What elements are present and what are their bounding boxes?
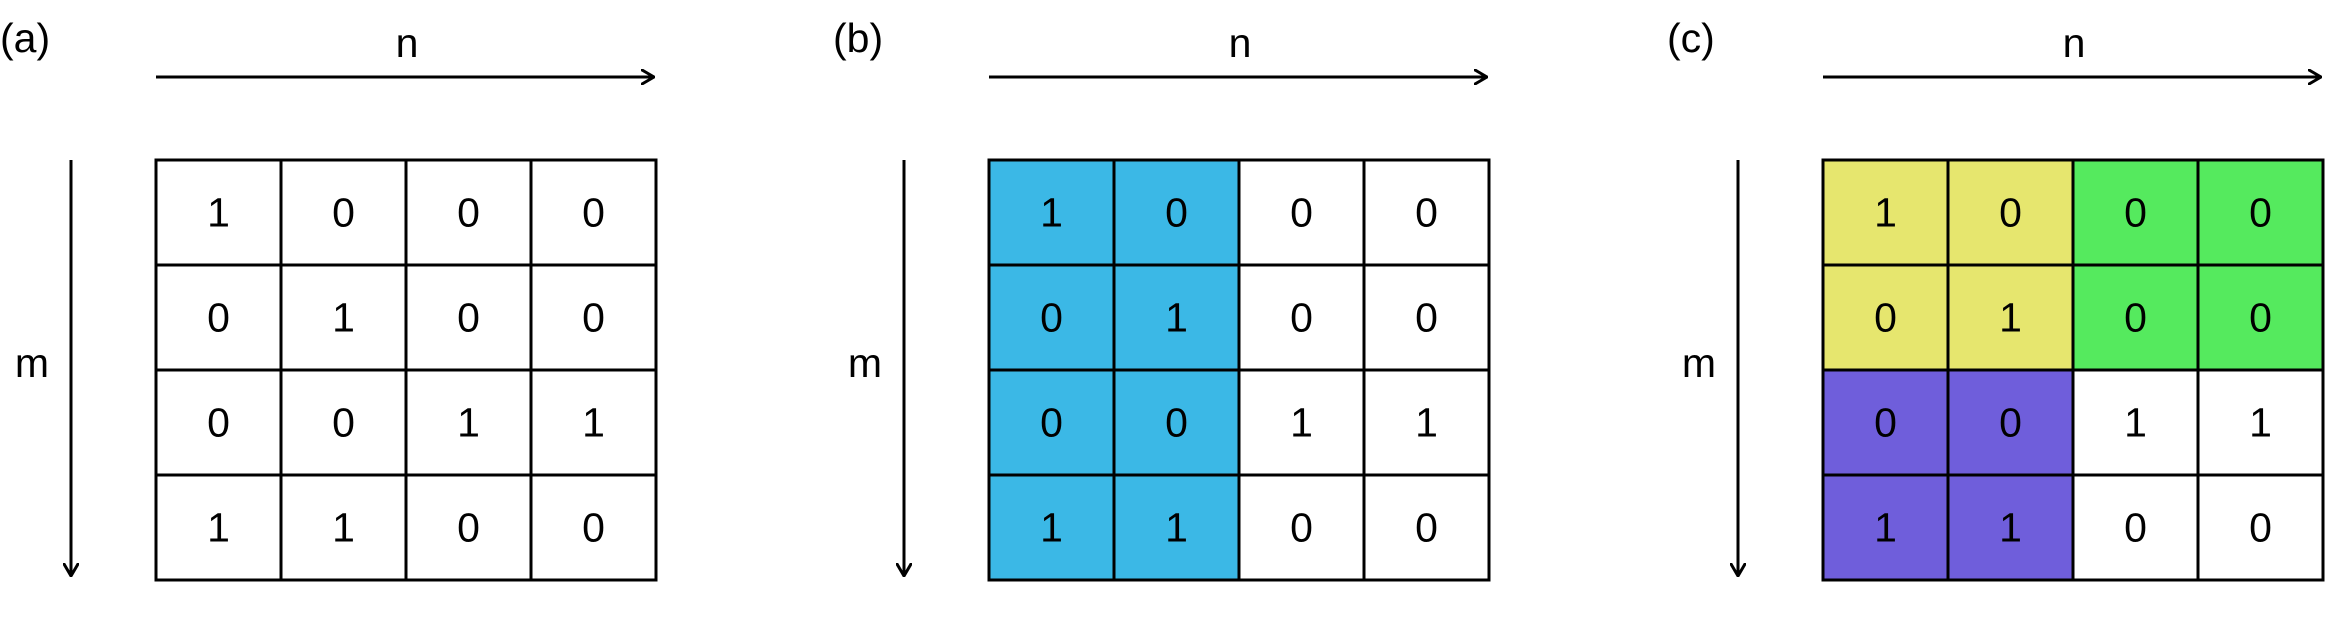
matrix-cell (1946, 263, 2075, 372)
cell-value: 0 (1415, 295, 1438, 341)
col-axis-label: n (1229, 20, 1252, 66)
cell-value: 0 (2249, 295, 2272, 341)
cell-value: 0 (457, 505, 480, 551)
row-axis-label: m (1682, 340, 1716, 386)
matrix-cell (1362, 263, 1491, 372)
cell-value: 0 (1999, 400, 2022, 446)
panel-a: (a) n m 1 0 0 0 0 1 0 0 0 0 1 1 1 1 0 0 (0, 15, 658, 582)
panel-label: (b) (833, 15, 883, 61)
cell-value: 0 (1290, 295, 1313, 341)
matrix-cell (279, 473, 408, 582)
cell-value: 1 (1290, 400, 1313, 446)
cell-value: 1 (1040, 190, 1063, 236)
matrix-cell (1821, 368, 1950, 477)
row-axis-label: m (15, 340, 49, 386)
cell-value: 0 (457, 295, 480, 341)
cell-value: 0 (207, 295, 230, 341)
cell-value: 0 (2124, 505, 2147, 551)
cell-value: 0 (2124, 295, 2147, 341)
matrix-cell (2196, 263, 2325, 372)
matrix-cell (1821, 158, 1950, 267)
matrix-cell (1821, 473, 1950, 582)
panel-label: (c) (1667, 15, 1715, 61)
matrix-cell (1112, 368, 1241, 477)
cell-value: 0 (332, 400, 355, 446)
matrix-cell (987, 368, 1116, 477)
matrix-cell (404, 368, 533, 477)
cell-value: 0 (1290, 190, 1313, 236)
matrix-cell (1821, 263, 1950, 372)
panel-label: (a) (0, 15, 50, 61)
matrix-cell (1112, 263, 1241, 372)
matrix-cell (2071, 158, 2200, 267)
matrix-cell (1362, 473, 1491, 582)
matrix-cell (529, 368, 658, 477)
cell-value: 1 (207, 190, 230, 236)
matrix-cell (1946, 368, 2075, 477)
matrix-cell (529, 158, 658, 267)
cell-value: 0 (207, 400, 230, 446)
cell-value: 0 (2249, 190, 2272, 236)
cell-value: 0 (1999, 190, 2022, 236)
matrix-cell (2196, 158, 2325, 267)
matrix-cell (1362, 158, 1491, 267)
cell-value: 0 (457, 190, 480, 236)
matrix-cell (1362, 368, 1491, 477)
panel-c: (c) n m 1 0 0 0 0 1 0 0 0 0 1 1 1 1 0 0 (1667, 15, 2325, 582)
matrix-cell (404, 473, 533, 582)
matrix-cell (2196, 368, 2325, 477)
cell-value: 1 (582, 400, 605, 446)
cell-value: 1 (1999, 505, 2022, 551)
matrix-cell (1112, 473, 1241, 582)
cell-value: 0 (582, 190, 605, 236)
matrix-cell (987, 473, 1116, 582)
cell-value: 1 (207, 505, 230, 551)
matrix-cell (2196, 473, 2325, 582)
col-axis-label: n (396, 20, 419, 66)
matrix-cell (2071, 473, 2200, 582)
cell-value: 0 (582, 295, 605, 341)
panel-b: (b) n m 1 0 0 0 0 1 0 0 0 0 1 1 1 1 0 0 (833, 15, 1491, 582)
matrix-cell (1237, 368, 1366, 477)
matrix-cell (279, 263, 408, 372)
row-axis-label: m (848, 340, 882, 386)
cell-value: 1 (1415, 400, 1438, 446)
cell-value: 0 (1415, 505, 1438, 551)
matrix-cell (404, 263, 533, 372)
matrix-cell (1237, 158, 1366, 267)
cell-value: 0 (1165, 190, 1188, 236)
cell-value: 0 (1874, 295, 1897, 341)
cell-value: 0 (2124, 190, 2147, 236)
cell-value: 1 (1165, 295, 1188, 341)
matrix-cell (404, 158, 533, 267)
matrix-cell (1112, 158, 1241, 267)
cell-value: 0 (332, 190, 355, 236)
matrix-cell (529, 473, 658, 582)
cell-value: 1 (1999, 295, 2022, 341)
cell-value: 1 (332, 295, 355, 341)
cell-value: 0 (2249, 505, 2272, 551)
matrix-cell (279, 158, 408, 267)
cell-value: 1 (2124, 400, 2147, 446)
cell-value: 0 (1040, 400, 1063, 446)
cell-value: 0 (1415, 190, 1438, 236)
cell-value: 0 (1290, 505, 1313, 551)
cell-value: 0 (582, 505, 605, 551)
col-axis-label: n (2063, 20, 2086, 66)
cell-value: 1 (2249, 400, 2272, 446)
matrix-cell (2071, 368, 2200, 477)
cell-value: 1 (332, 505, 355, 551)
cell-value: 1 (1165, 505, 1188, 551)
cell-value: 1 (1874, 190, 1897, 236)
cell-value: 1 (1040, 505, 1063, 551)
cell-value: 1 (457, 400, 480, 446)
cell-value: 1 (1874, 505, 1897, 551)
cell-value: 0 (1040, 295, 1063, 341)
cell-value: 0 (1165, 400, 1188, 446)
cell-value: 0 (1874, 400, 1897, 446)
